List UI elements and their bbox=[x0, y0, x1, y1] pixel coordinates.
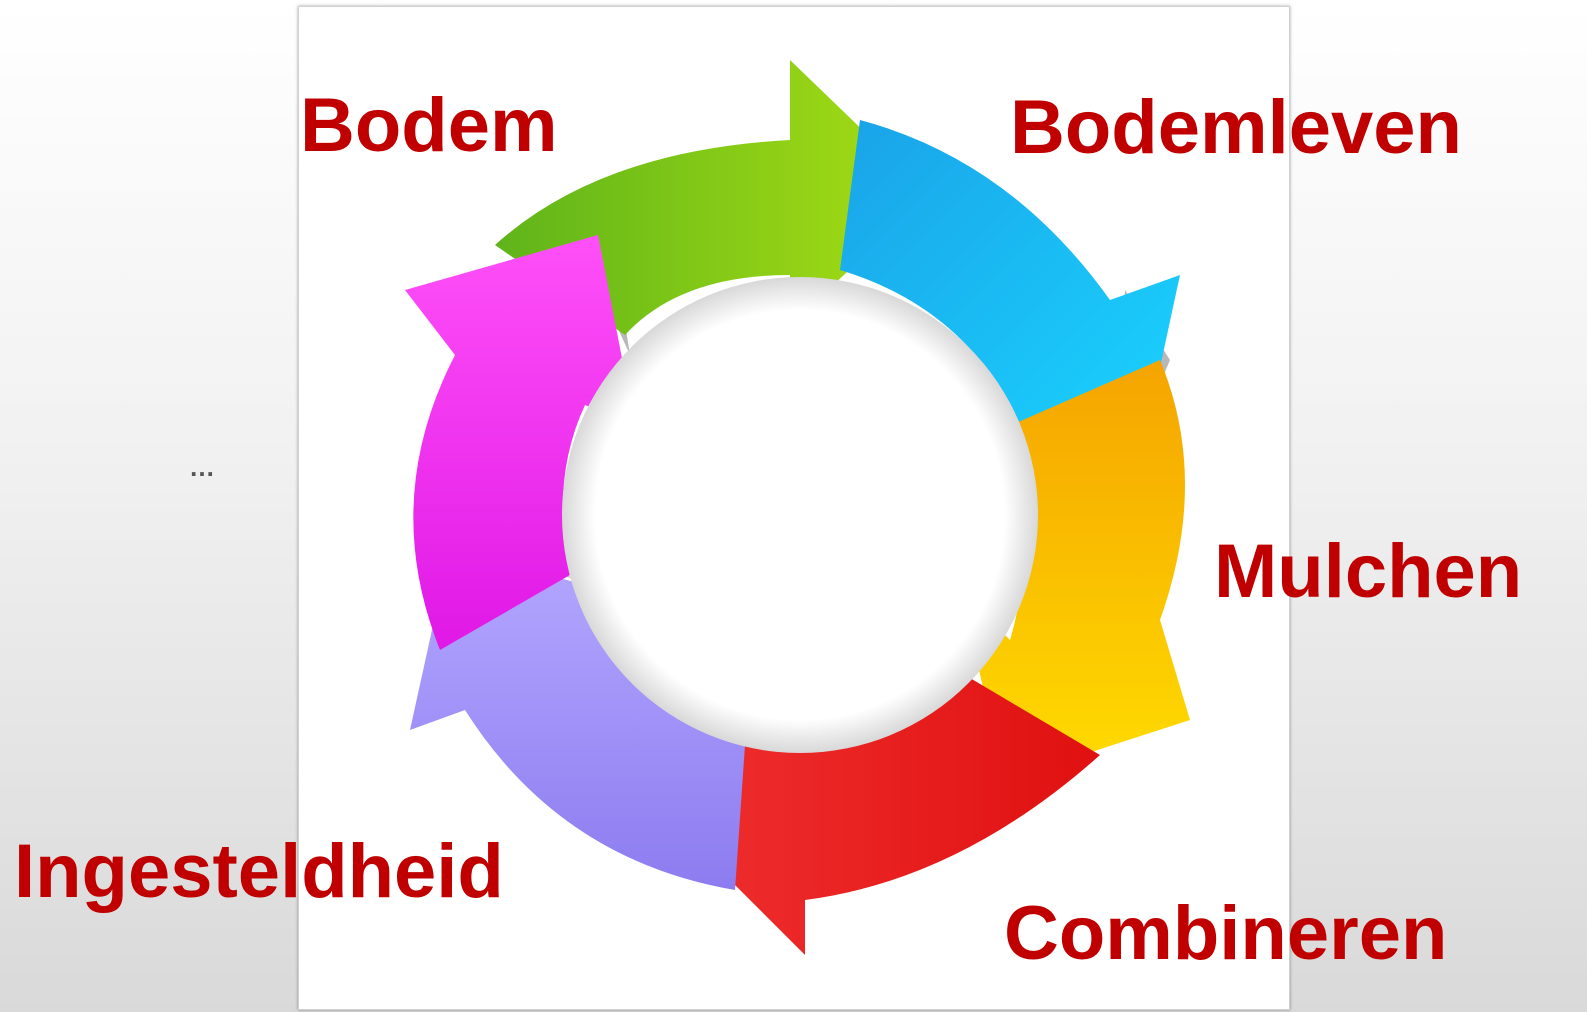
cycle-center-hole bbox=[562, 277, 1038, 753]
label-bodem: Bodem bbox=[300, 83, 558, 168]
blue-arrow bbox=[840, 120, 1180, 460]
magenta-arrow bbox=[405, 235, 635, 650]
label-ingesteldheid: Ingesteldheid bbox=[14, 829, 504, 914]
label-bodemleven: Bodemleven bbox=[1010, 85, 1462, 170]
label-mulchen: Mulchen bbox=[1214, 529, 1523, 614]
lavender-arrow bbox=[410, 548, 745, 890]
ellipsis-text: … bbox=[189, 452, 215, 482]
label-combineren: Combineren bbox=[1004, 891, 1448, 976]
